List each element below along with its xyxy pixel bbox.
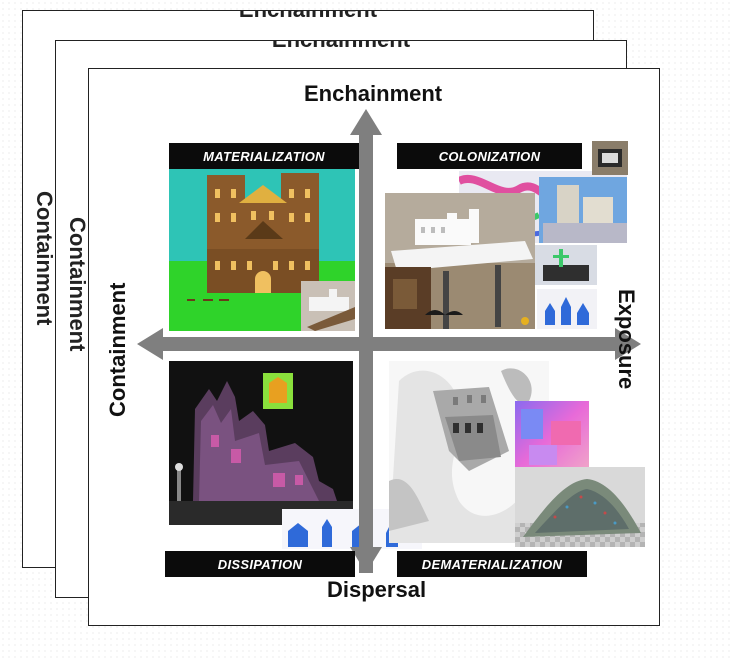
quadrant-label-dematerialization: DEMATERIALIZATION	[397, 551, 587, 577]
arrow-left-icon	[137, 328, 163, 360]
materialization-render-image	[169, 169, 355, 331]
colonization-small-inset	[592, 141, 628, 175]
sheet-back-side-label: Containment	[32, 191, 57, 326]
colonization-blue-figures	[537, 289, 597, 329]
dissipation-dark-model-image	[169, 361, 353, 525]
quadrant-label-materialization: MATERIALIZATION	[169, 143, 359, 169]
arrow-right-icon	[615, 328, 641, 360]
axis-label-bottom: Dispersal	[327, 577, 427, 602]
arrow-down-icon	[350, 547, 382, 573]
axis-label-top: Enchainment	[304, 81, 443, 106]
colonization-colorful-photo	[459, 171, 627, 243]
colonization-model-table-photo	[385, 193, 535, 329]
arrow-up-icon	[350, 109, 382, 135]
sheet-back-title: Enchainment	[23, 11, 593, 23]
vertical-axis-bar	[359, 133, 373, 573]
axis-label-right: Exposure	[614, 289, 639, 390]
sheet-mid-side-label: Containment	[65, 217, 90, 352]
quadrant-label-dissipation: DISSIPATION	[165, 551, 355, 577]
sheet-mid-title: Enchainment	[56, 41, 626, 53]
dematerialization-point-cloud	[515, 467, 645, 547]
horizontal-axis-bar	[161, 337, 617, 351]
diagram-sheet: MATERIALIZATION COLONIZATION DISSIPATION…	[88, 68, 660, 626]
colonization-print-photo	[535, 245, 597, 285]
dematerialization-normal-map	[515, 401, 589, 471]
quadrant-label-colonization: COLONIZATION	[397, 143, 582, 169]
axis-label-left: Containment	[105, 282, 130, 417]
axes-cross	[137, 109, 641, 573]
